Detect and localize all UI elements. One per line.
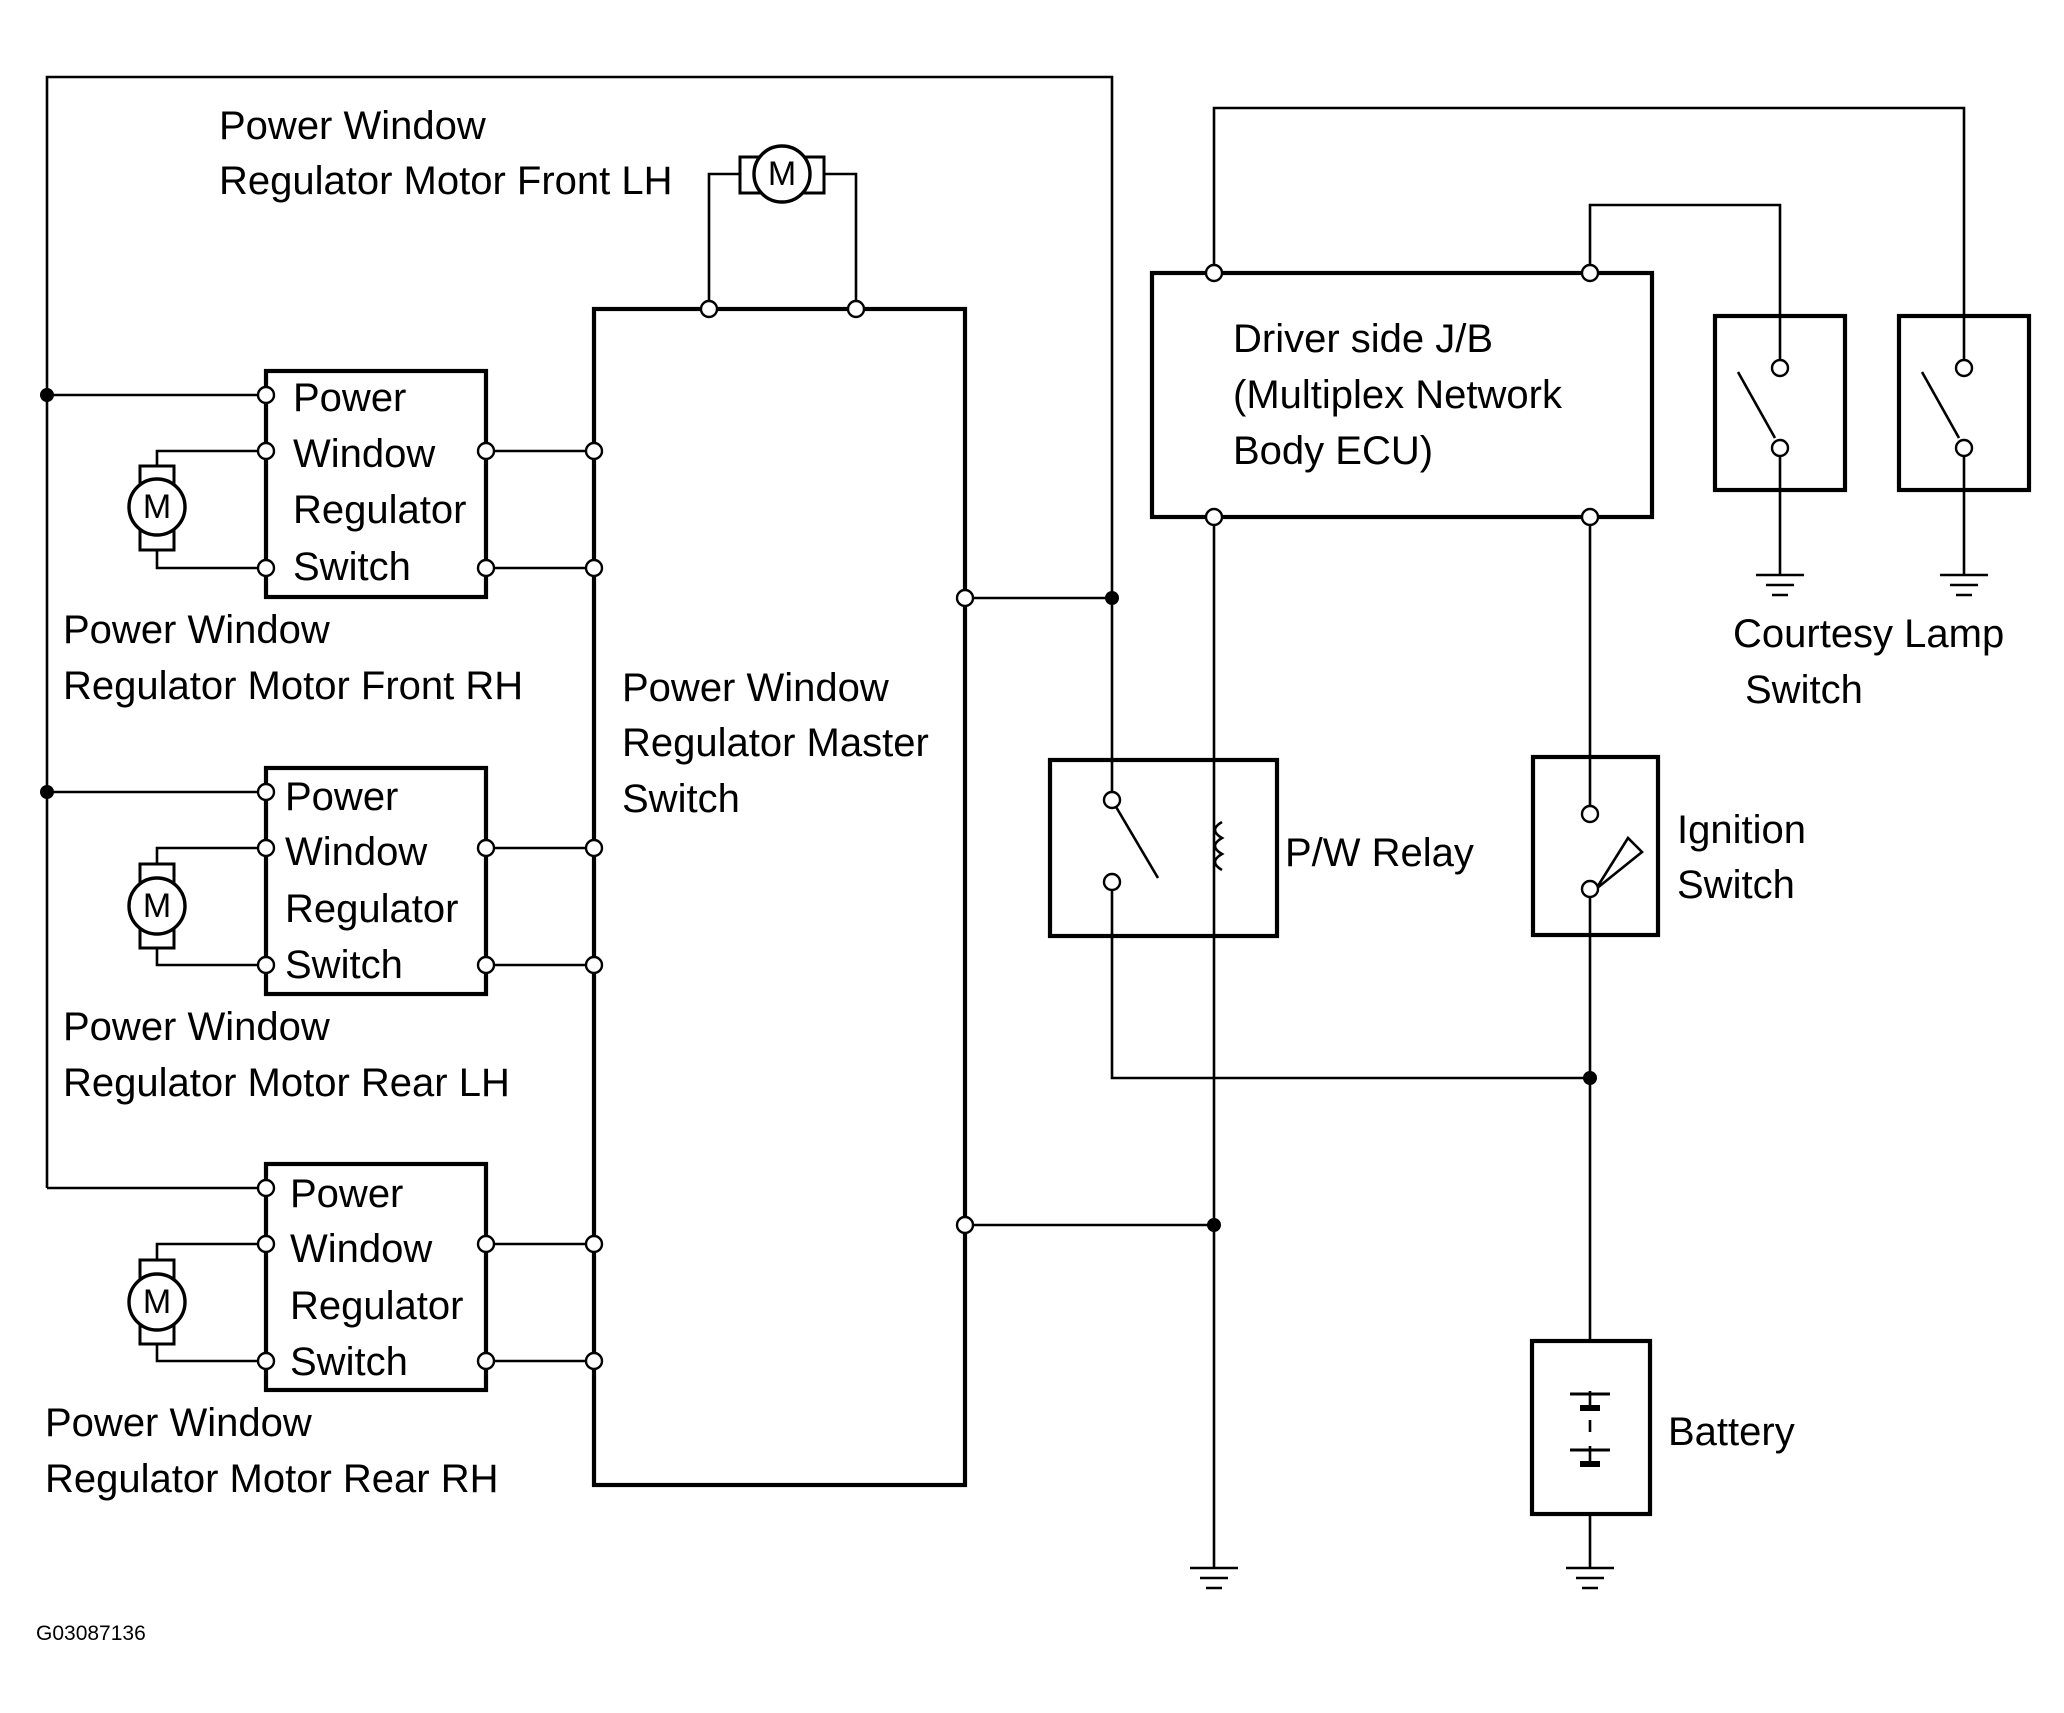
- motor-rear-rh-icon: M: [127, 1242, 266, 1363]
- relay-box: [1047, 757, 1280, 939]
- terminals: [256, 263, 1974, 1371]
- label-motor-rear-rh: Power Window Regulator Motor Rear RH: [45, 1401, 499, 1501]
- motor-rear-lh-icon: M: [127, 846, 266, 967]
- switch-box-rear-rh: [263, 1161, 489, 1393]
- motor-front-rh-icon: M: [127, 449, 266, 570]
- ground-icon: [1566, 1566, 1614, 1590]
- ignition-switch-box: [1530, 754, 1661, 938]
- relay-coil-icon: [1213, 820, 1225, 872]
- label-courtesy-switch: Courtesy Lamp Switch: [1733, 612, 2015, 712]
- wires: [45, 75, 1966, 1568]
- switch-box-rear-lh: [263, 765, 489, 997]
- label-motor-front-lh: Power Window Regulator Motor Front LH: [219, 104, 673, 203]
- switch-box-front-rh: [263, 368, 489, 600]
- battery-cell-icon: [1570, 1391, 1610, 1467]
- label-battery: Battery: [1668, 1410, 1795, 1454]
- label-motor-front-rh: Power Window Regulator Motor Front RH: [63, 608, 523, 708]
- jb-box: [1149, 270, 1655, 520]
- label-master-switch: Power Window Regulator Master Switch: [622, 666, 940, 821]
- courtesy-switch-blade-icon: [1736, 371, 1777, 439]
- courtesy-switch-box-2: [1896, 313, 2032, 493]
- svg-text:M: M: [768, 155, 796, 193]
- label-relay: P/W Relay: [1285, 831, 1474, 875]
- ground-icon: [1940, 573, 1988, 597]
- label-jb: Driver side J/B (Multiplex Network Body …: [1233, 317, 1573, 473]
- label-motor-rear-lh: Power Window Regulator Motor Rear LH: [63, 1005, 510, 1105]
- courtesy-switch-blade-icon: [1920, 371, 1961, 439]
- label-switch-rear-rh: Power Window Regulator Switch: [290, 1172, 475, 1384]
- courtesy-switch-box-1: [1712, 313, 1848, 493]
- svg-text:M: M: [143, 488, 171, 526]
- relay-contact-icon: [1110, 799, 1160, 879]
- label-switch-front-rh: Power Window Regulator Switch: [293, 376, 478, 589]
- ground-icon: [1756, 573, 1804, 597]
- battery-box: [1529, 1338, 1653, 1517]
- junction-dots: [40, 388, 1597, 1232]
- ignition-contact-icon: [1594, 835, 1644, 891]
- master-switch-box: [591, 306, 968, 1488]
- label-ignition-switch: Ignition Switch: [1677, 808, 1817, 907]
- ground-symbols: [1190, 573, 1988, 1590]
- figure-id: G03087136: [36, 1622, 146, 1645]
- label-switch-rear-lh: Power Window Regulator Switch: [285, 775, 470, 987]
- svg-text:M: M: [143, 887, 171, 925]
- motor-front-lh-icon: M: [707, 144, 858, 309]
- svg-text:M: M: [143, 1283, 171, 1321]
- ground-icon: [1190, 1566, 1238, 1590]
